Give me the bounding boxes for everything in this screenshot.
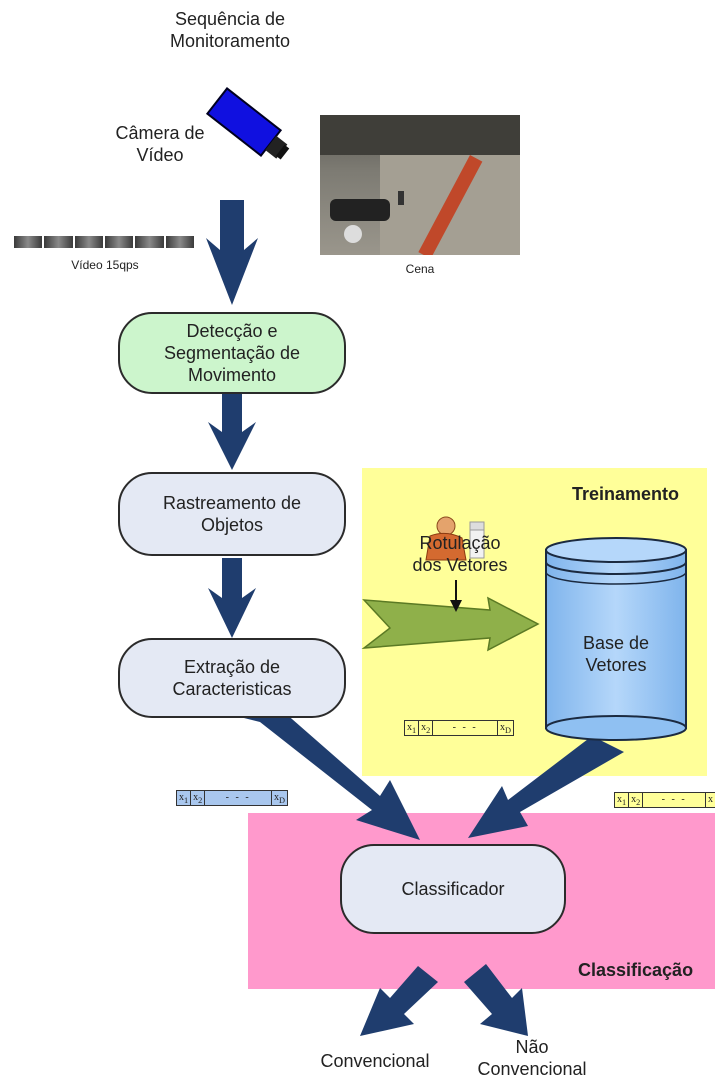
arrow-extraction-to-db	[361, 596, 540, 652]
output-non-conventional: Não Convencional	[477, 1037, 587, 1079]
camera-label: Câmera de Vídeo	[115, 123, 205, 165]
database-label: Base de Vetores	[582, 633, 650, 675]
arrow-tracking-to-extraction	[208, 558, 256, 638]
arrow-db-to-classifier	[468, 736, 624, 838]
feature-vector-database: x1 x2 - - - x	[614, 792, 715, 808]
feature-vector-extraction: x1 x2 - - - xD	[176, 790, 288, 806]
video-filmstrip	[14, 236, 194, 248]
extraction-node: Extração de Caracteristicas	[118, 638, 346, 718]
tracking-node: Rastreamento de Objetos	[118, 472, 346, 556]
scene-image	[320, 115, 520, 255]
output-conventional: Convencional	[320, 1051, 430, 1071]
arrow-detection-to-tracking	[208, 392, 256, 470]
camera-icon	[205, 87, 290, 160]
training-title: Treinamento	[572, 484, 680, 504]
arrow-extraction-to-classifier	[232, 698, 420, 840]
arrow-video-to-detection	[206, 200, 258, 305]
video-label: Vídeo 15qps	[71, 258, 139, 272]
classifier-node: Classificador	[340, 844, 566, 934]
labeling-label: Rotulação dos Vetores	[412, 533, 508, 575]
monitoring-sequence-label: Sequência de Monitoramento	[169, 9, 291, 51]
arrow-classifier-to-non-conventional	[464, 964, 528, 1036]
database-icon	[545, 537, 687, 741]
person-labeling-icon	[425, 516, 485, 561]
scene-label: Cena	[405, 262, 435, 276]
arrow-classifier-to-conventional	[360, 966, 438, 1036]
classification-title: Classificação	[578, 960, 694, 980]
detection-node: Detecção e Segmentação de Movimento	[118, 312, 346, 394]
feature-vector-training: x1 x2 - - - xD	[404, 720, 514, 736]
